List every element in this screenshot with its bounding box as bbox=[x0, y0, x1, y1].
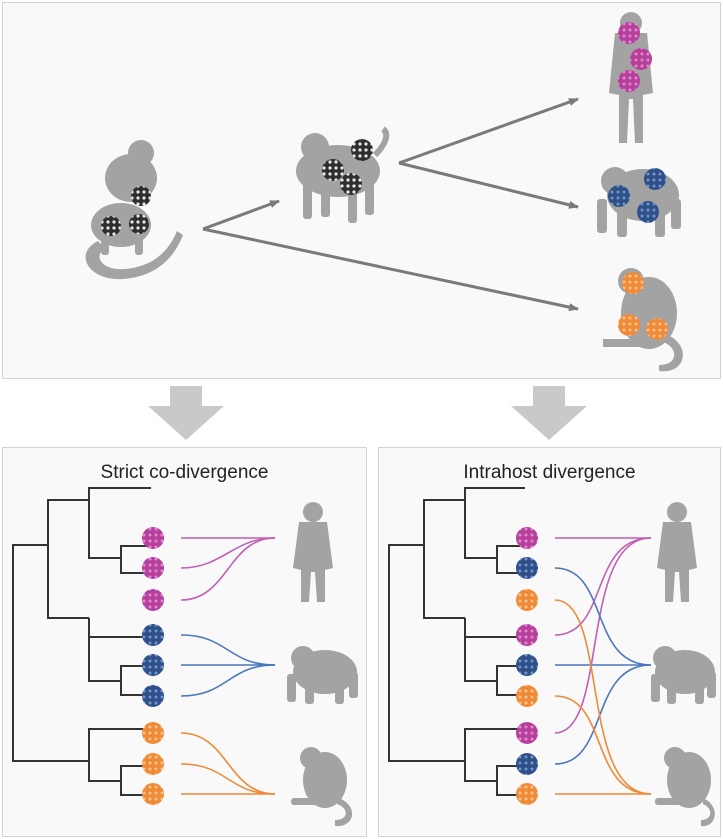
intrahost-divergence-panel: Intrahost divergence bbox=[378, 447, 721, 837]
tip-viruses bbox=[142, 527, 164, 805]
virus-icon bbox=[516, 783, 538, 805]
human-link bbox=[180, 537, 276, 569]
monkey-link bbox=[554, 695, 652, 795]
chimpanzee-silhouette-icon bbox=[287, 646, 358, 704]
virus-icon bbox=[142, 589, 164, 611]
panel-title: Strict co-divergence bbox=[100, 462, 269, 483]
arrow-to-human bbox=[398, 97, 579, 165]
chimp-viruses bbox=[608, 168, 666, 223]
chimpanzee-silhouette-icon bbox=[651, 646, 716, 704]
virus-icon bbox=[516, 753, 538, 775]
virus-icon bbox=[516, 624, 538, 646]
chimpanzee-silhouette-icon bbox=[597, 167, 681, 237]
human-link bbox=[180, 537, 276, 601]
virus-icon bbox=[516, 589, 538, 611]
evolution-scenario-graphic bbox=[85, 12, 683, 372]
monkey-link bbox=[180, 763, 276, 795]
evolution-scenario-panel bbox=[2, 2, 721, 379]
codivergence-tree-graphic bbox=[12, 487, 358, 827]
virus-icon bbox=[516, 557, 538, 579]
virus-icon bbox=[340, 173, 362, 195]
virus-icon bbox=[637, 201, 659, 223]
monkey-link bbox=[554, 599, 652, 795]
arrow-to-monkey bbox=[202, 227, 579, 312]
monkey-silhouette-icon bbox=[655, 747, 715, 827]
monkey-silhouette-icon bbox=[291, 747, 353, 827]
monkey-link bbox=[180, 732, 276, 795]
phylogenetic-tree bbox=[12, 487, 151, 796]
virus-icon bbox=[618, 22, 640, 44]
virus-icon bbox=[646, 318, 668, 340]
virus-icon bbox=[618, 314, 640, 336]
marmoset-silhouette-icon bbox=[85, 140, 183, 280]
virus-icon bbox=[351, 139, 373, 161]
virus-icon bbox=[142, 557, 164, 579]
virus-icon bbox=[142, 722, 164, 744]
virus-icon bbox=[322, 159, 344, 181]
phylogenetic-tree bbox=[388, 487, 525, 796]
virus-icon bbox=[622, 272, 644, 294]
strict-codivergence-panel: Strict co-divergence bbox=[2, 447, 367, 837]
transmission-arrows bbox=[202, 97, 579, 312]
panel-title: Intrahost divergence bbox=[463, 462, 636, 483]
monkey-viruses bbox=[618, 272, 668, 340]
virus-icon bbox=[129, 214, 149, 234]
virus-icon bbox=[142, 783, 164, 805]
virus-icon bbox=[644, 168, 666, 190]
baboon-viruses bbox=[322, 139, 373, 195]
host-links bbox=[180, 537, 276, 795]
human-link bbox=[554, 537, 652, 636]
host-links bbox=[554, 537, 652, 795]
chimp-link bbox=[554, 567, 652, 666]
tip-viruses bbox=[516, 527, 538, 805]
human-viruses bbox=[618, 22, 652, 92]
virus-icon bbox=[516, 685, 538, 707]
virus-icon bbox=[516, 654, 538, 676]
virus-icon bbox=[142, 624, 164, 646]
down-arrow-left bbox=[148, 386, 224, 440]
down-arrow-right bbox=[511, 386, 587, 440]
virus-icon bbox=[618, 70, 640, 92]
virus-icon bbox=[608, 185, 630, 207]
virus-icon bbox=[630, 48, 652, 70]
virus-icon bbox=[516, 527, 538, 549]
human-link bbox=[554, 537, 652, 734]
human-silhouette-icon bbox=[657, 502, 697, 602]
virus-icon bbox=[142, 527, 164, 549]
virus-icon bbox=[101, 216, 121, 236]
chimp-link bbox=[554, 664, 652, 765]
virus-icon bbox=[142, 654, 164, 676]
ancestral-viruses bbox=[101, 186, 151, 236]
virus-icon bbox=[142, 753, 164, 775]
intrahost-tree-graphic bbox=[388, 487, 716, 827]
human-silhouette-icon bbox=[293, 502, 333, 602]
virus-icon bbox=[142, 685, 164, 707]
chimp-link bbox=[180, 634, 276, 666]
arrow-to-baboon bbox=[202, 199, 280, 231]
virus-icon bbox=[131, 186, 151, 206]
virus-icon bbox=[516, 722, 538, 744]
chimp-link bbox=[180, 664, 276, 697]
arrow-to-chimp bbox=[398, 161, 579, 209]
